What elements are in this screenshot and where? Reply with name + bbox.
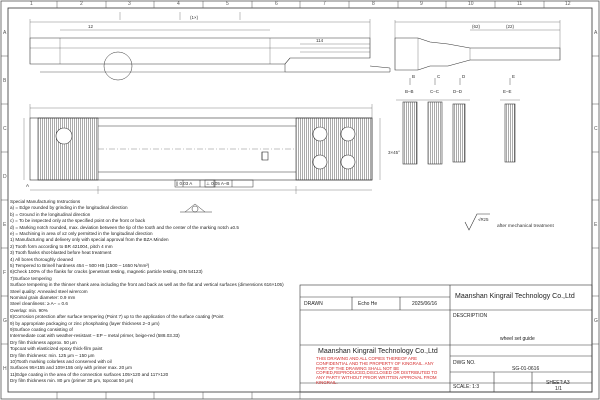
confidentiality-warning: THIS DRAWING AND ALL COPIES THEREOF ARE … [316,356,438,385]
section-mark-c: C [437,74,441,79]
description-label: DESCRIPTION [453,313,488,319]
gdt-frames [174,179,254,188]
zone-col-6: 6 [275,1,278,7]
zone-row-a-right: A [594,30,598,36]
scale-value: SCALE: 1:3 [453,384,480,390]
note-line: 2) Tooth form according to BR 421004, pi… [10,243,113,249]
note-line: Surfaces 95×155 and 109×155 only with pr… [10,365,132,371]
note-line: 5) Tempered to Brinell hardness 454 – 50… [10,263,150,268]
zone-row-e: E [3,222,7,228]
dim-12: 12 [88,24,94,29]
end-profile-view [394,20,561,85]
drawing-date: 2025/06/16 [412,301,438,307]
section-mark-d: D [462,74,466,79]
gdt-frame-1: ∥ 0.03 A [176,181,193,186]
note-line: b) = Ground in the longitudinal directio… [10,211,91,217]
note-line: 11)Edge coating in the area of the conne… [10,371,169,377]
zone-col-8: 8 [372,1,375,7]
dim-overall-length: (1×) [190,15,199,20]
note-line: Overlap: min. 90% [10,307,48,313]
zone-col-4: 4 [177,1,180,7]
section-label-c: C–C [430,89,440,94]
zone-row-c: C [3,126,7,132]
detail-notch [180,203,212,213]
gdt-frame-2: ⊥ 0.05 A–B [206,181,230,186]
notes-heading: Special Manufacturing Instructions [10,199,81,204]
note-line: Dry film thickness: min. 125 μm – 150 μm [10,352,95,358]
sheet-number: 1/1 [555,386,562,392]
section-label-e: E–E [503,89,512,94]
zone-row-e-right: E [594,222,598,228]
dim-22: (22) [506,24,515,29]
note-line: a) = Edge rounded by grinding in the lon… [10,205,128,211]
dwg-no-value: SG-01-0616 [512,366,540,372]
zone-col-12: 12 [565,1,571,7]
datum-mark-a: A [26,183,30,188]
top-view [29,12,391,81]
zone-row-d: D [3,174,7,180]
note-line: 9) by appropriate packaging or zinc phos… [10,320,160,326]
zone-row-c-right: C [594,126,598,132]
note-line: 9)Surface coating consisting of [10,327,73,332]
zone-row-g: G [3,318,7,324]
surface-finish-note: after mechanical treatment [497,224,554,229]
note-line: Intermediate coat with weather-resistant… [10,333,180,339]
section-views [396,99,520,165]
zone-row-h: H [3,366,7,372]
company-name-top: Maanshan Kingrail Technology Co.,Ltd [455,293,575,300]
dim-62: (62) [472,24,481,29]
sheet-size: SHEET:A3 [546,380,570,386]
dim-114: 114 [316,38,324,43]
surface-finish-symbol: √Rz5 [478,217,489,222]
zone-col-5: 5 [226,1,229,7]
zone-col-1: 1 [30,1,33,7]
note-line: 3) Tooth flanks shot-blasted before heat… [10,250,112,256]
note-line: 8)Corrosion protection after surface tem… [10,314,224,320]
section-mark-e: E [512,74,516,79]
surface-finish-icon [464,213,490,231]
note-line: 6)Check 100% of the flanks for cracks (p… [10,269,203,275]
note-line: Topcoat with elasticized epoxy thick-fil… [10,346,103,352]
zone-row-g-right: G [594,318,598,324]
note-line: 1) Manufacturing and delivery only with … [10,237,169,243]
note-line: Surface tempering in the thinner shank a… [10,282,284,288]
company-name-bottom: Maanshan Kingrail Technology Co.,Ltd [318,348,438,355]
section-label-d: D–D [453,89,463,94]
drawn-label: DRAWN [304,301,323,307]
note-line: 4) All bores thoroughly cleaned [10,256,74,262]
note-line: c) = To be inspected only at the specifi… [10,218,146,224]
zone-row-f: F [3,270,7,276]
note-line: 7)Surface tempering [10,275,52,281]
zone-col-10: 10 [468,1,474,7]
title-block [299,284,593,393]
dwg-no-label: DWG NO. [453,360,476,366]
zone-col-2: 2 [80,1,83,7]
drawn-by: Echo He [358,301,378,307]
section-mark-b: B [412,74,416,79]
note-line: Steel cleanliness: ≥ A− = 0.6 [10,301,68,307]
note-line: 10)Tooth marking colorless and conserved… [10,359,112,364]
note-line: d) = Marking notch rounded, max. deviati… [10,224,239,230]
section-label-b: B–B [405,89,414,94]
description-value: wheel set guide [500,336,535,342]
zone-row-a: A [3,30,7,36]
front-view [23,104,381,194]
dim-chamfer: 3×45° [388,150,400,155]
zone-col-9: 9 [420,1,423,7]
note-line: Nominal grain diameter: 0.9 mm [10,295,76,300]
note-line: Dry film thickness approx. 50 μm [10,339,77,345]
zone-row-b: B [3,78,7,84]
zone-col-3: 3 [128,1,131,7]
zone-col-7: 7 [323,1,326,7]
zone-col-11: 11 [517,1,523,7]
note-line: e) = Machining in area of x2 only permit… [10,231,153,236]
note-line: Steel quality: Annealed steel wirercom [10,288,88,294]
note-line: Dry film thickness min. 80 μm (primer 30… [10,378,134,384]
